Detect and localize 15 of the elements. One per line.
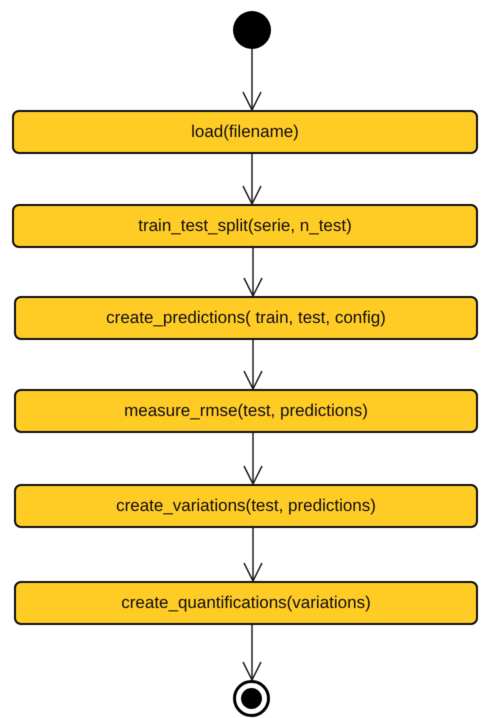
- end-node: [233, 680, 270, 717]
- arrow: [243, 340, 263, 390]
- activity-box: create_predictions( train, test, config): [14, 296, 478, 340]
- arrow: [243, 433, 263, 485]
- activity-box: create_quantifications(variations): [14, 581, 478, 625]
- start-node: [233, 11, 271, 49]
- arrow: [242, 154, 262, 205]
- arrow: [242, 625, 262, 681]
- arrow: [243, 248, 263, 297]
- arrow: [242, 49, 262, 111]
- activity-box: create_variations(test, predictions): [14, 484, 478, 528]
- activity-box: train_test_split(serie, n_test): [12, 204, 478, 248]
- activity-box: load(filename): [12, 110, 478, 154]
- arrow: [243, 528, 263, 582]
- activity-box: measure_rmse(test, predictions): [14, 389, 478, 433]
